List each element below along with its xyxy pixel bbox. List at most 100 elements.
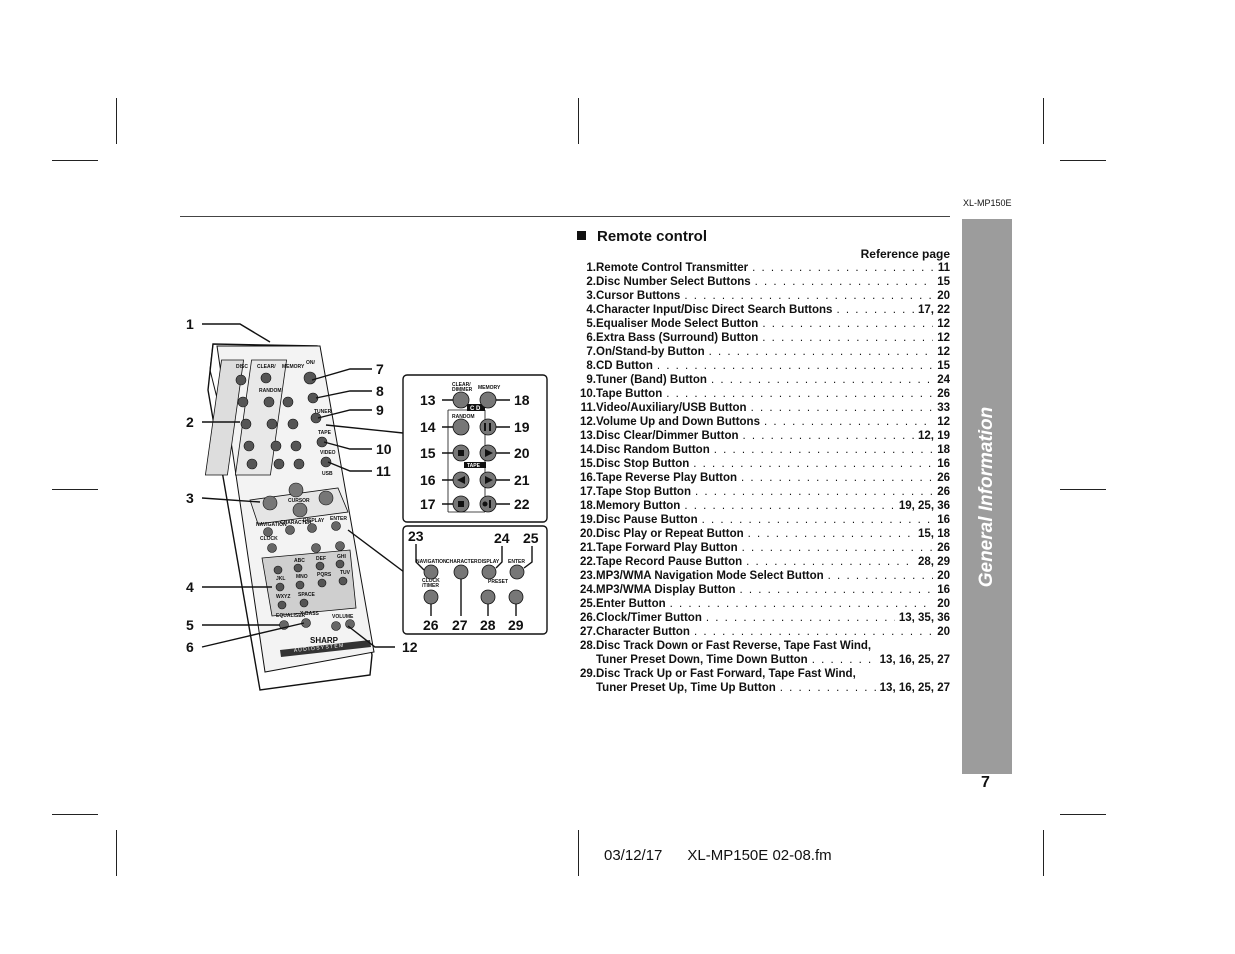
svg-text:CLEAR/: CLEAR/ [452, 382, 471, 388]
reference-list: 1.Remote Control Transmitter112.Disc Num… [575, 261, 950, 695]
svg-text:TAPE: TAPE [318, 430, 332, 436]
leader-dots [684, 499, 895, 513]
item-text: Disc Track Down or Fast Reverse, Tape Fa… [596, 640, 872, 652]
callout-19: 19 [514, 419, 530, 435]
item-number: 14. [580, 444, 596, 456]
callout-27: 27 [452, 617, 468, 633]
leader-dots [709, 345, 934, 359]
svg-text:DISPLAY: DISPLAY [303, 518, 325, 524]
svg-text:CLOCK: CLOCK [260, 536, 278, 542]
svg-text:PRESET: PRESET [488, 579, 508, 585]
list-item: 16.Tape Reverse Play Button26 [575, 471, 950, 485]
item-number: 8. [586, 360, 596, 372]
section-title-text: Remote control [597, 228, 708, 245]
leader-dots [741, 471, 933, 485]
item-number: 27. [580, 626, 596, 638]
item-text: MP3/WMA Navigation Mode Select Button [596, 570, 824, 582]
list-item: 7.On/Stand-by Button12 [575, 345, 950, 359]
item-number: 26. [580, 612, 596, 624]
item-text: Tape Button [596, 388, 663, 400]
leader-dots [706, 611, 895, 625]
item-number: 11. [580, 402, 596, 414]
svg-text:RANDOM: RANDOM [259, 388, 282, 394]
callout-3: 3 [186, 490, 194, 506]
svg-text:MEMORY: MEMORY [478, 385, 501, 391]
list-item: 10.Tape Button26 [575, 387, 950, 401]
item-text: Tape Record Pause Button [596, 556, 743, 568]
leader-dots [740, 583, 934, 597]
item-number: 20. [580, 528, 596, 540]
item-page: 26 [937, 388, 950, 400]
item-page: 26 [937, 542, 950, 554]
item-text: Enter Button [596, 598, 666, 610]
leader-dots [695, 485, 933, 499]
item-text: Tape Forward Play Button [596, 542, 738, 554]
crop-mark [1060, 814, 1106, 815]
reference-header: Reference page [860, 247, 950, 261]
item-text: Cursor Buttons [596, 290, 681, 302]
bullet-square-icon [577, 231, 586, 240]
callout-16: 16 [420, 472, 436, 488]
list-item: 3.Cursor Buttons20 [575, 289, 950, 303]
item-page: 33 [937, 402, 950, 414]
leader-dots [762, 331, 933, 345]
callout-20: 20 [514, 445, 530, 461]
svg-text:WXYZ: WXYZ [276, 594, 290, 600]
item-number: 23. [580, 570, 596, 582]
item-number: 29. [580, 668, 596, 680]
page-number: 7 [981, 774, 990, 791]
list-item: 11.Video/Auxiliary/USB Button33 [575, 401, 950, 415]
list-item: 25.Enter Button20 [575, 597, 950, 611]
list-item: 2.Disc Number Select Buttons15 [575, 275, 950, 289]
item-page: 12 [937, 332, 950, 344]
crop-mark [52, 160, 98, 161]
leader-dots [764, 415, 933, 429]
svg-text:NAVIGATION: NAVIGATION [256, 522, 287, 528]
callout-11: 11 [376, 463, 391, 479]
list-item: 22.Tape Record Pause Button28, 29 [575, 555, 950, 569]
item-text: Disc Number Select Buttons [596, 276, 751, 288]
item-number: 13. [580, 430, 596, 442]
leader-dots [812, 653, 876, 667]
svg-text:DISPLAY: DISPLAY [478, 559, 500, 565]
header-rule [180, 216, 950, 217]
callout-28: 28 [480, 617, 496, 633]
svg-text:ON/: ON/ [306, 360, 316, 366]
crop-mark [52, 489, 98, 490]
item-text: Disc Pause Button [596, 514, 698, 526]
inset-disc-tape-buttons: C D TAPE CLEAR/ DIMMER MEMORY RANDOM 13 [402, 374, 548, 523]
leader-dots [657, 359, 933, 373]
sidebar-label: General Information [976, 406, 997, 588]
crop-mark [1043, 98, 1044, 144]
item-text: MP3/WMA Display Button [596, 584, 736, 596]
callout-14: 14 [420, 419, 436, 435]
item-text: Tuner Preset Down, Time Down Button [596, 654, 808, 666]
svg-text:C D: C D [470, 406, 481, 412]
svg-text:SHARP: SHARP [310, 636, 339, 645]
list-item: 14.Disc Random Button18 [575, 443, 950, 457]
leader-dots [746, 555, 914, 569]
svg-text:/TIMER: /TIMER [422, 583, 439, 589]
svg-text:CURSOR: CURSOR [288, 498, 310, 504]
list-item: 4.Character Input/Disc Direct Search But… [575, 303, 950, 317]
item-text: Character Button [596, 626, 690, 638]
remote-body: DISC CLEAR/ MEMORY ON/ RANDOM TUNER TAPE… [204, 343, 375, 691]
svg-text:RANDOM: RANDOM [452, 414, 475, 420]
svg-text:PQRS: PQRS [317, 572, 332, 578]
item-page: 18 [937, 444, 950, 456]
leader-dots [836, 303, 914, 317]
remote-control-diagram: DISC CLEAR/ MEMORY ON/ RANDOM TUNER TAPE… [186, 316, 548, 691]
item-number: 21. [580, 542, 596, 554]
item-page: 20 [937, 626, 950, 638]
callout-26: 26 [423, 617, 439, 633]
svg-text:ABC: ABC [294, 558, 305, 564]
callout-18: 18 [514, 392, 530, 408]
leader-dots [755, 275, 934, 289]
item-page: 16 [937, 458, 950, 470]
item-page: 12 [937, 346, 950, 358]
item-page: 20 [937, 598, 950, 610]
item-text: Tuner (Band) Button [596, 374, 707, 386]
main-callouts: 1 2 3 4 5 6 7 8 9 10 11 12 [186, 316, 418, 655]
item-text: Volume Up and Down Buttons [596, 416, 760, 428]
list-item: 17.Tape Stop Button26 [575, 485, 950, 499]
